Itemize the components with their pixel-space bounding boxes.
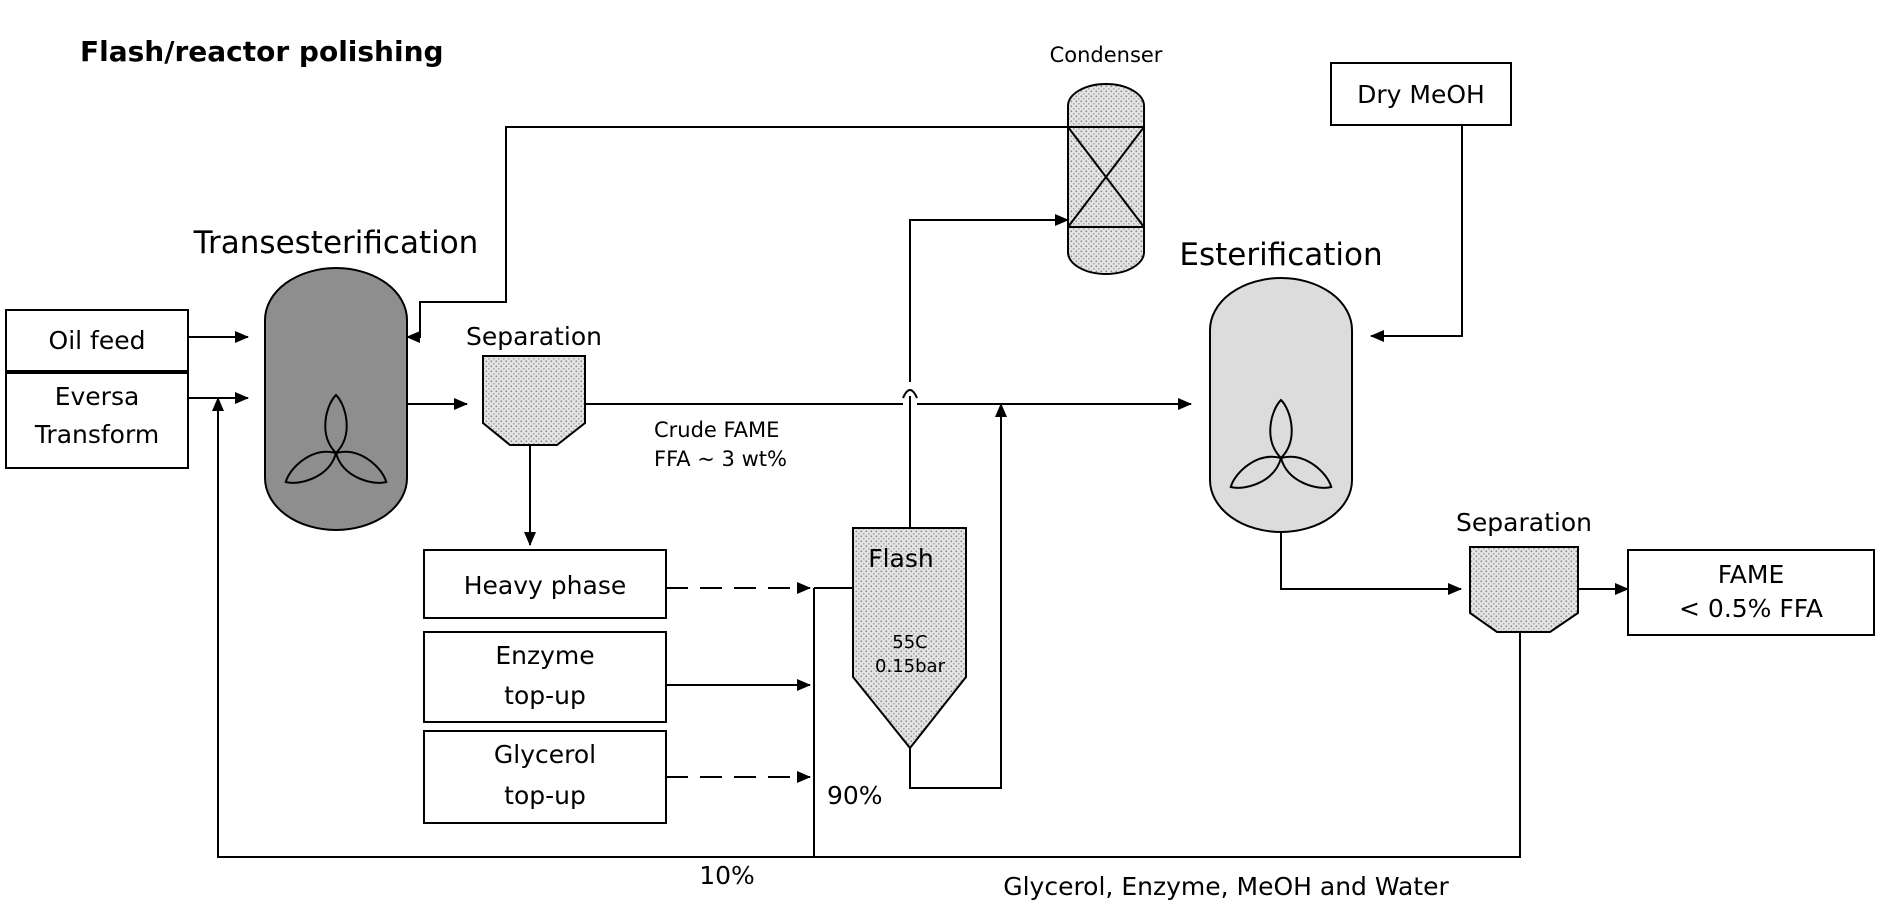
dry-meoh-line — [1371, 125, 1462, 336]
flash-pressure: 0.15bar — [875, 656, 946, 677]
enzyme-label-line2: top-up — [504, 681, 586, 710]
crude-fame-label: Crude FAME — [654, 418, 779, 442]
eversa-label-line2: Transform — [34, 420, 159, 449]
ffa-label: FFA ~ 3 wt% — [654, 447, 787, 471]
flash-label: Flash — [868, 544, 934, 573]
recycle-stream-label: Glycerol, Enzyme, MeOH and Water — [1003, 872, 1449, 901]
flash-temperature: 55C — [892, 632, 927, 653]
fame-product-line1: FAME — [1718, 560, 1785, 589]
oil-feed-label: Oil feed — [49, 326, 146, 355]
glycerol-label-line2: top-up — [504, 781, 586, 810]
separation-2-label: Separation — [1456, 508, 1592, 537]
esterification-reactor — [1210, 278, 1352, 532]
esterification-label: Esterification — [1179, 237, 1382, 273]
condenser-column — [1068, 84, 1144, 274]
separation-vessel-2 — [1470, 547, 1578, 632]
fame-product-line2: < 0.5% FFA — [1679, 594, 1823, 623]
split-90-label: 90% — [827, 781, 883, 810]
diagram-title: Flash/reactor polishing — [80, 35, 444, 68]
eversa-label-line1: Eversa — [55, 382, 140, 411]
flash-vapor-line — [910, 220, 1068, 528]
dry-meoh-label: Dry MeOH — [1357, 80, 1485, 109]
separation-vessel-1 — [483, 356, 585, 445]
transesterification-label: Transesterification — [193, 225, 479, 261]
separation-1-label: Separation — [466, 322, 602, 351]
heavy-phase-label: Heavy phase — [464, 571, 626, 600]
condenser-recycle-line — [407, 127, 1068, 337]
esterification-outlet-line — [1281, 525, 1461, 589]
enzyme-label-line1: Enzyme — [495, 641, 594, 670]
condenser-label: Condenser — [1050, 43, 1163, 67]
split-10-label: 10% — [699, 861, 755, 890]
glycerol-label-line1: Glycerol — [494, 740, 596, 769]
transesterification-reactor — [265, 268, 407, 530]
